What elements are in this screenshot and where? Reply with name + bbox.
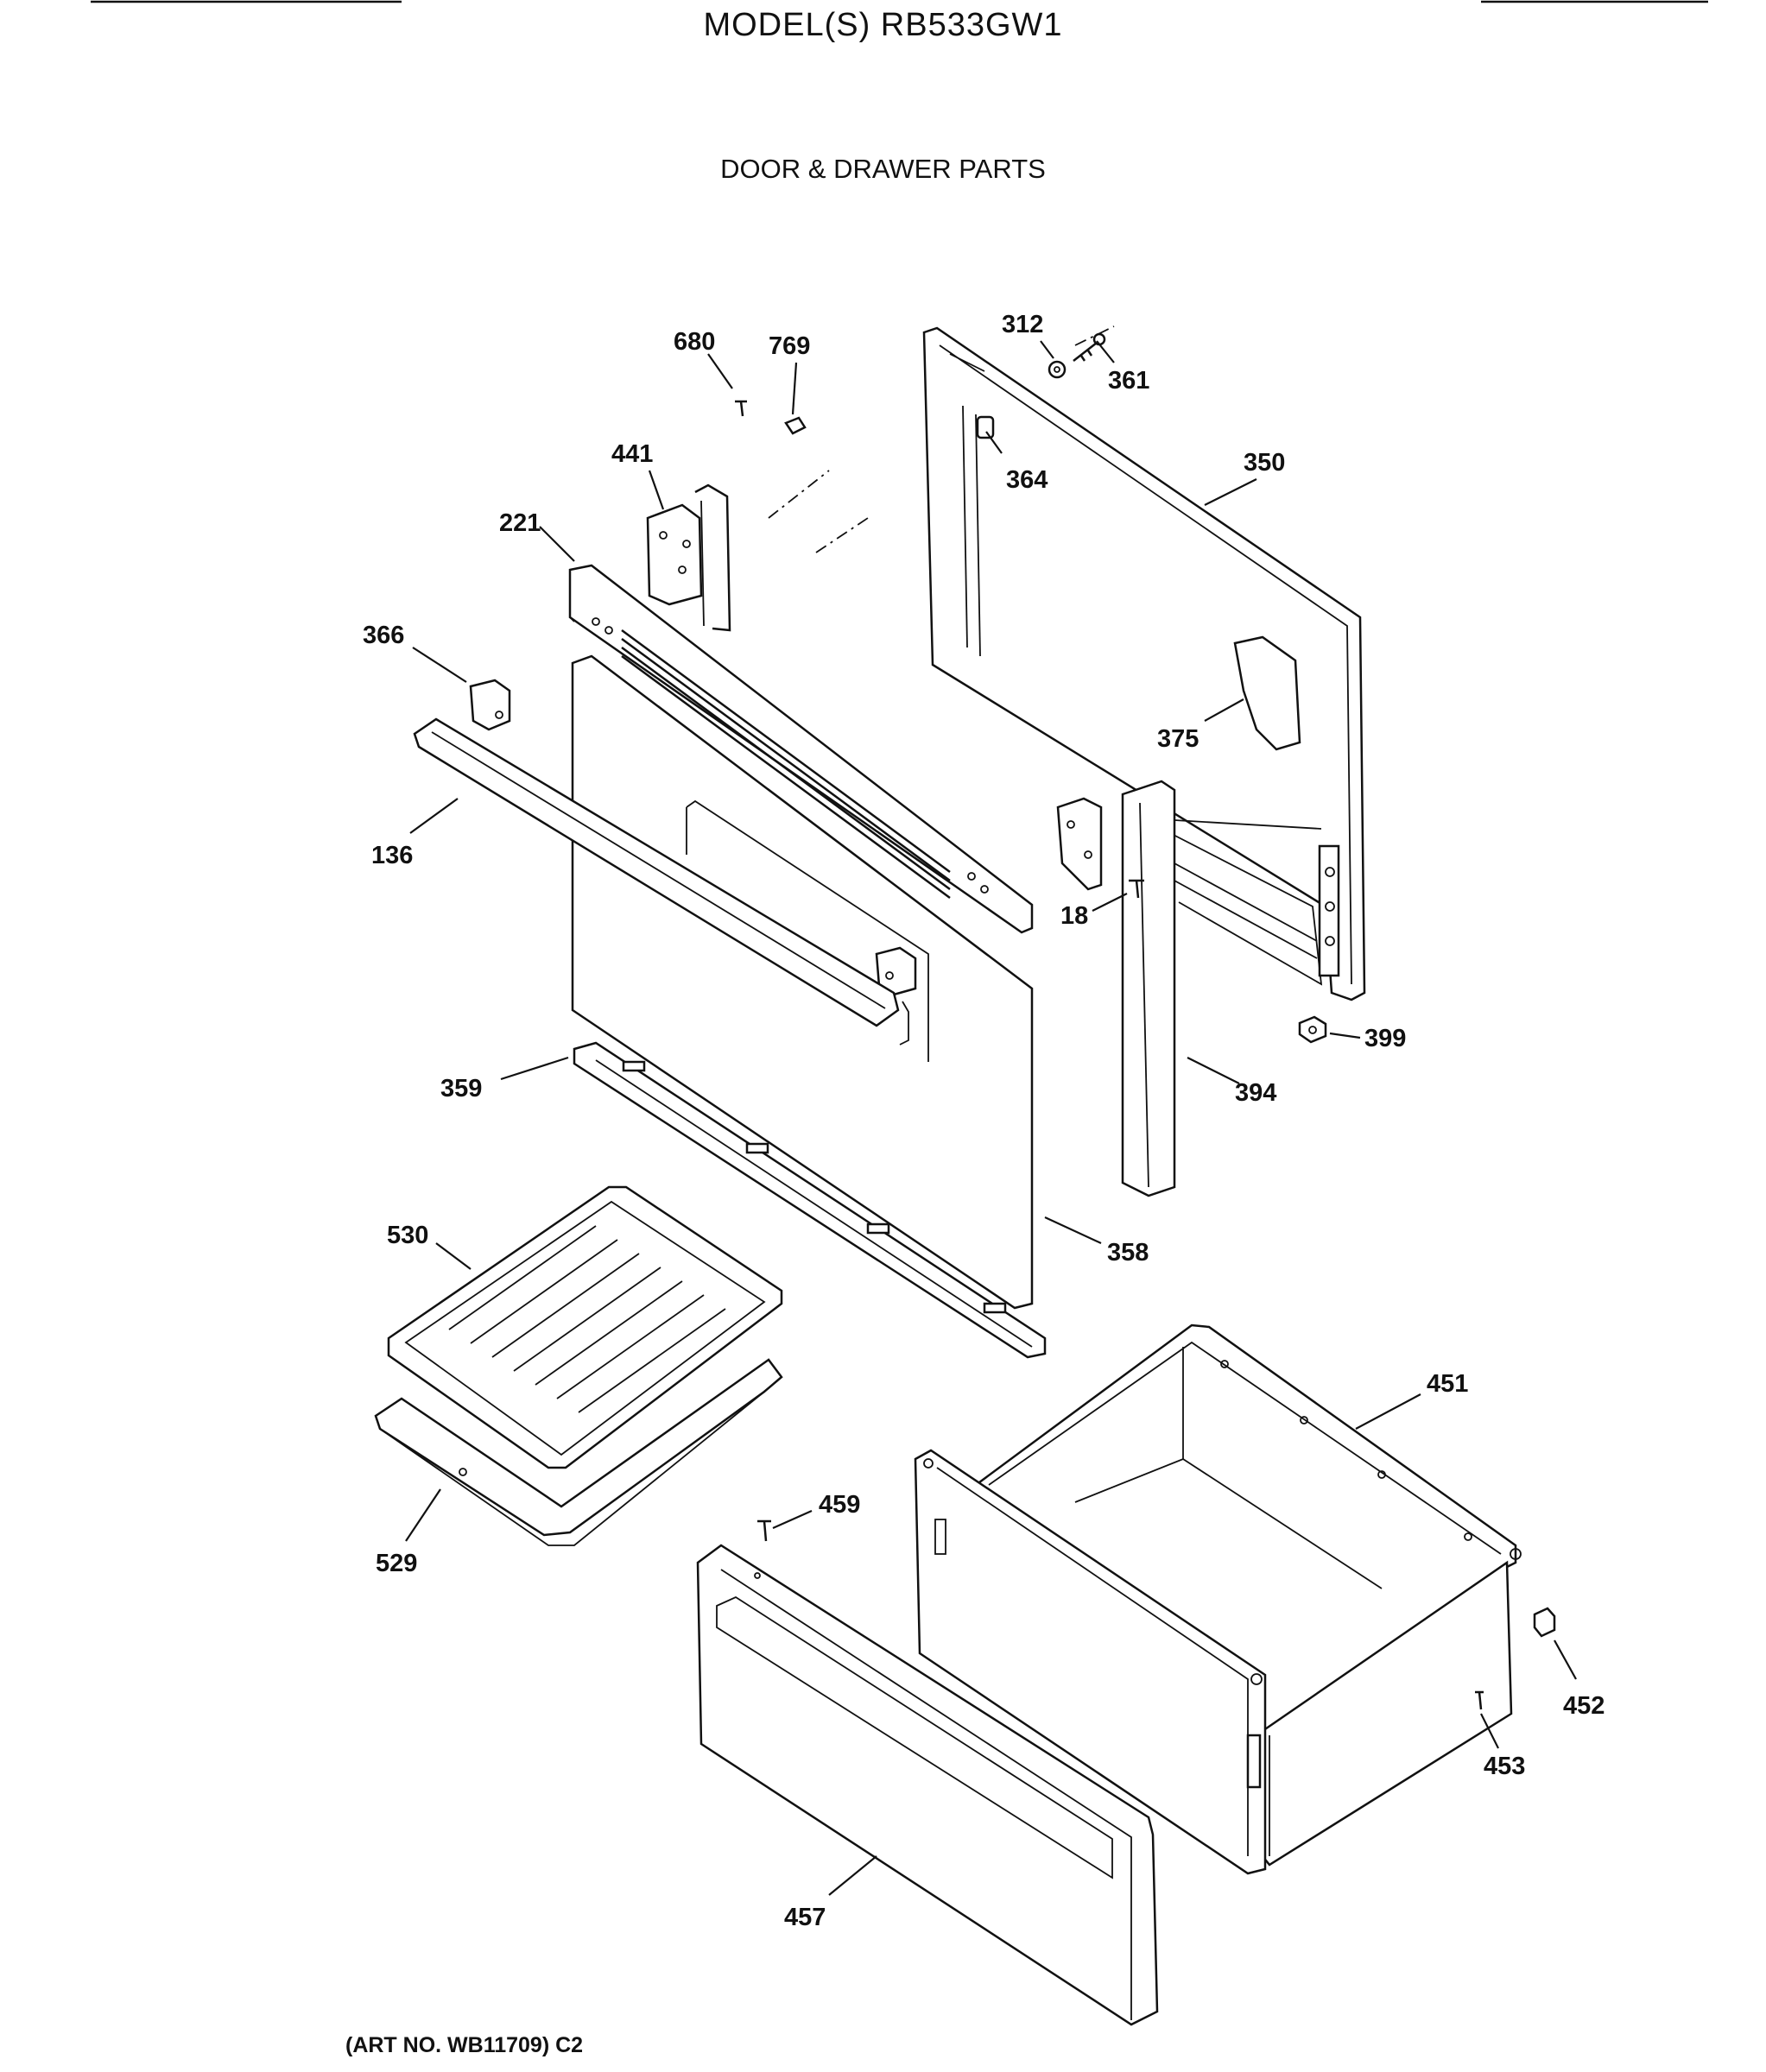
broiler-grid-drawing (387, 1185, 783, 1469)
screw-680-769-drawing (735, 400, 869, 553)
side-trim-drawing (1056, 780, 1322, 1197)
part-399-bumper: 399 (1364, 1025, 1406, 1052)
part-441-hinge-bracket: 441 (611, 440, 653, 468)
part-452-glide: 452 (1563, 1692, 1605, 1720)
part-136-door-handle: 136 (371, 842, 413, 869)
part-451-drawer-body: 451 (1427, 1370, 1468, 1398)
end-cap-drawing (469, 679, 917, 1045)
drawer-front-drawing (696, 1544, 1159, 2026)
part-359-bottom-trim: 359 (440, 1075, 482, 1102)
bumper-drawing (1298, 1015, 1327, 1044)
part-366-end-cap: 366 (363, 622, 404, 649)
bottom-trim-drawing (573, 1041, 1047, 1359)
part-457-drawer-front: 457 (784, 1904, 826, 1931)
part-358-door-panel: 358 (1107, 1239, 1149, 1267)
door-panel-drawing (571, 654, 1034, 1310)
part-530-broiler-grid: 530 (387, 1222, 428, 1249)
vent-trim-drawing (568, 564, 1034, 934)
part-769-clip: 769 (769, 332, 810, 360)
broiler-pan-drawing (374, 1358, 783, 1546)
hinge-bracket-drawing (646, 483, 731, 632)
part-375-insulation: 375 (1157, 725, 1199, 753)
part-18-screw: 18 (1060, 902, 1088, 930)
section-title: DOOR & DRAWER PARTS (720, 154, 1046, 184)
part-459-screw: 459 (819, 1491, 860, 1519)
leader-lines (405, 340, 1577, 1896)
part-361-bolt: 361 (1108, 367, 1149, 395)
part-221-vent-trim: 221 (499, 509, 541, 537)
part-364-stud: 364 (1006, 466, 1048, 494)
drawer-body-drawing (974, 1323, 1522, 1867)
drawer-hardware-drawing (754, 1519, 1556, 1710)
art-number: (ART NO. WB11709) C2 (345, 2033, 584, 2057)
part-312-washer: 312 (1002, 311, 1043, 338)
part-394-side-trim: 394 (1235, 1079, 1276, 1107)
model-title: MODEL(S) RB533GW1 (703, 7, 1063, 43)
top-hardware-drawing (976, 325, 1115, 439)
part-350-door-liner: 350 (1244, 449, 1285, 477)
door-handle-drawing (413, 717, 900, 1027)
door-liner-drawing (922, 326, 1366, 1001)
part-529-broiler-pan: 529 (376, 1550, 417, 1577)
part-680-screw: 680 (674, 328, 715, 356)
part-453-screw: 453 (1484, 1753, 1525, 1780)
drawer-inner-panel-drawing (914, 1449, 1267, 1875)
insulation-drawing (1233, 635, 1301, 751)
